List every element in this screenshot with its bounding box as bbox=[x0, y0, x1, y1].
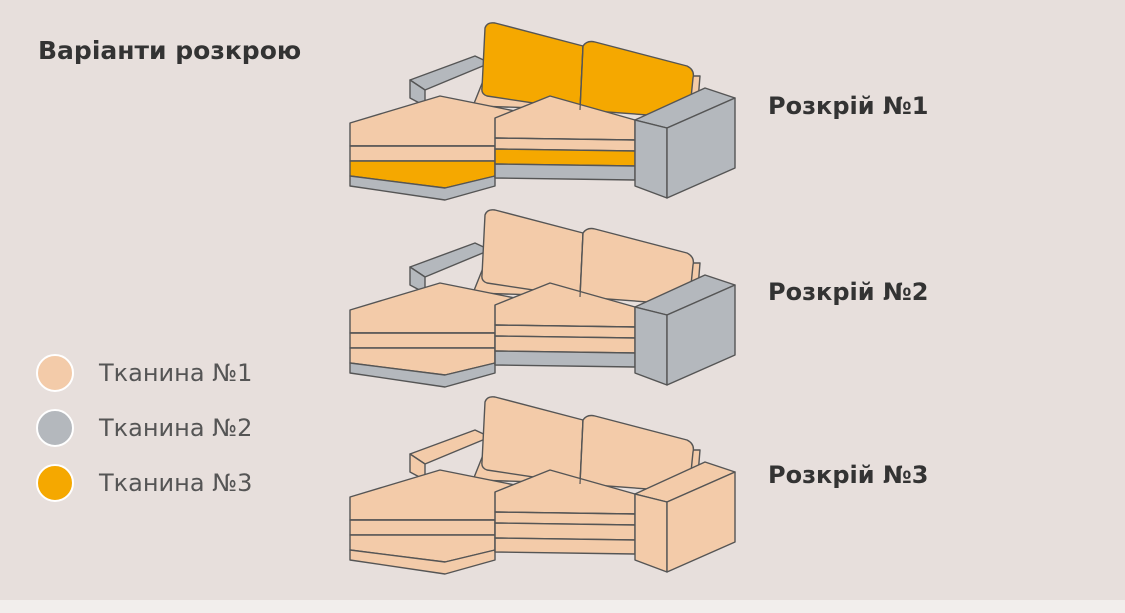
sofa-right-armrest-side bbox=[666, 97, 736, 199]
sofa-seam-line bbox=[579, 419, 584, 485]
sofa-chaise-front bbox=[349, 332, 496, 349]
sofa-chaise-base bbox=[349, 362, 496, 388]
sofa-chaise-base bbox=[349, 549, 496, 575]
variant-label-1: Розкрій №1 bbox=[768, 92, 929, 120]
swatch-fabric-2 bbox=[36, 408, 74, 447]
variant-label-2: Розкрій №2 bbox=[768, 278, 929, 306]
sofa-variant-3 bbox=[349, 396, 736, 575]
legend-label: Тканина №2 bbox=[99, 413, 253, 442]
sofa-right-armrest-front bbox=[634, 493, 668, 573]
legend-item-fabric-3: Тканина №3 bbox=[36, 455, 252, 510]
sofa-right-armrest-front bbox=[634, 119, 668, 199]
variant-label-3: Розкрій №3 bbox=[768, 461, 929, 489]
sofa-variant-1 bbox=[349, 22, 736, 201]
sofa-main-base bbox=[494, 163, 636, 181]
sofa-seam-line bbox=[579, 45, 584, 111]
sofa-back-cushion-left bbox=[481, 22, 584, 111]
legend-label: Тканина №1 bbox=[99, 358, 253, 387]
legend-item-fabric-2: Тканина №2 bbox=[36, 400, 252, 455]
sofa-main-base bbox=[494, 350, 636, 368]
sofa-chaise-base bbox=[349, 175, 496, 201]
fabric-legend: Тканина №1 Тканина №2 Тканина №3 bbox=[36, 345, 252, 510]
sofa-seam-line bbox=[494, 511, 636, 515]
sofa-left-armrest-top bbox=[409, 55, 491, 91]
sofa-chaise-front bbox=[349, 145, 496, 162]
sofa-back-cushion-left bbox=[481, 396, 584, 485]
page-title: Варіанти розкрою bbox=[38, 36, 302, 65]
sofa-right-armrest-front bbox=[634, 306, 668, 386]
sofa-back-cushion-left bbox=[481, 209, 584, 298]
sofa-right-armrest-side bbox=[666, 471, 736, 573]
sofa-main-stripe bbox=[494, 335, 636, 354]
sofa-main-base bbox=[494, 537, 636, 555]
swatch-fabric-3 bbox=[36, 463, 74, 502]
sofa-main-stripe bbox=[494, 148, 636, 167]
sofa-seam-line bbox=[494, 324, 636, 328]
legend-label: Тканина №3 bbox=[99, 468, 253, 497]
swatch-fabric-1 bbox=[36, 353, 74, 392]
bottom-strip bbox=[0, 600, 1125, 613]
sofa-seam-line bbox=[579, 232, 584, 298]
sofa-left-armrest-top bbox=[409, 242, 491, 278]
sofa-back-cushion-right bbox=[579, 227, 695, 306]
sofa-back-cushion-right bbox=[579, 414, 695, 493]
legend-item-fabric-1: Тканина №1 bbox=[36, 345, 252, 400]
sofa-back-cushion-right bbox=[579, 40, 695, 119]
sofa-right-armrest-side bbox=[666, 284, 736, 386]
sofa-chaise-front bbox=[349, 519, 496, 536]
sofa-seam-line bbox=[494, 137, 636, 141]
sofa-main-stripe bbox=[494, 522, 636, 541]
sofa-variant-2 bbox=[349, 209, 736, 388]
sofa-left-armrest-top bbox=[409, 429, 491, 465]
